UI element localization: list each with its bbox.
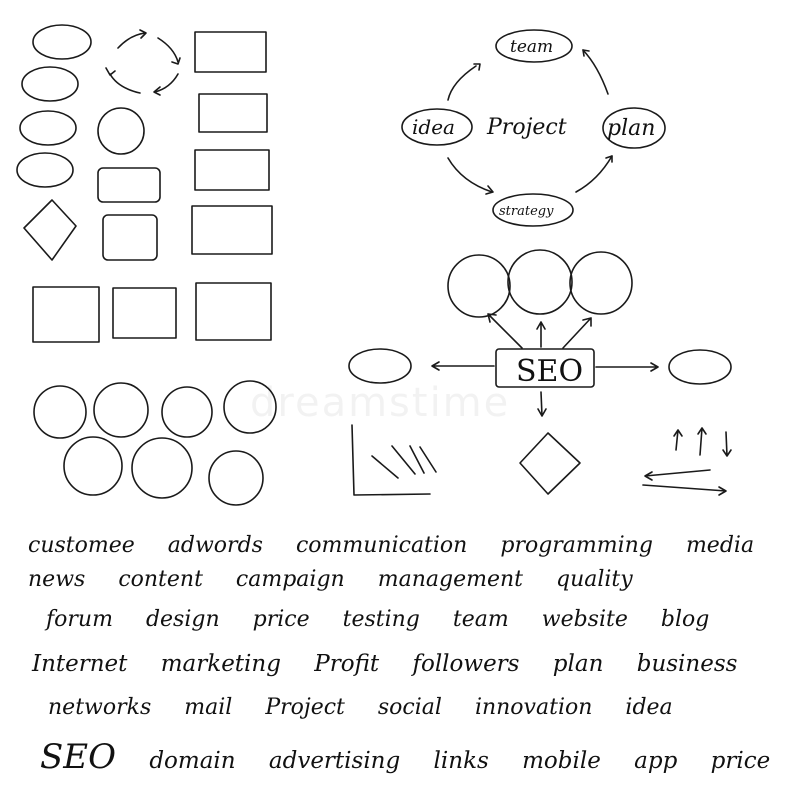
node-team-label: team bbox=[510, 37, 553, 57]
circular-arrows bbox=[105, 29, 181, 96]
keyword: adwords bbox=[167, 533, 263, 558]
circle-cluster bbox=[33, 380, 277, 506]
keyword: content bbox=[118, 567, 203, 592]
keyword: price bbox=[252, 607, 310, 632]
keyword: forum bbox=[46, 607, 113, 632]
node-idea-oval bbox=[401, 108, 473, 146]
keyword: plan bbox=[552, 651, 604, 677]
keyword: blog bbox=[660, 607, 710, 632]
keyword-row: news content campaign management quality bbox=[28, 567, 659, 592]
rectangle-shapes bbox=[32, 31, 273, 343]
keyword: mail bbox=[184, 695, 233, 720]
keyword: idea bbox=[625, 695, 673, 720]
project-center-label: Project bbox=[486, 115, 567, 140]
seo-center-box bbox=[495, 348, 595, 388]
keyword-row: customee adwords communication programmi… bbox=[28, 533, 780, 558]
keyword: Profit bbox=[314, 651, 380, 677]
keyword: app bbox=[634, 748, 678, 774]
node-strategy-oval bbox=[492, 193, 574, 227]
keyword: design bbox=[145, 607, 220, 632]
keyword-row: networks mail Project social innovation … bbox=[48, 695, 699, 720]
keyword: programming bbox=[500, 533, 653, 558]
keyword-row: forum design price testing team website … bbox=[46, 607, 735, 632]
sketch-canvas: team plan strategy idea Project SEO bbox=[16, 24, 732, 506]
keyword: domain bbox=[149, 748, 236, 774]
oval-shapes bbox=[16, 24, 92, 188]
keyword: team bbox=[452, 607, 509, 632]
keyword-row: Internet marketing Profit followers plan… bbox=[32, 651, 763, 677]
keyword-cloud: customee adwords communication programmi… bbox=[28, 525, 788, 795]
keyword: followers bbox=[412, 651, 520, 677]
rounded-box bbox=[102, 214, 158, 261]
project-cycle-diagram: team plan strategy idea Project bbox=[401, 29, 666, 227]
rounded-box bbox=[97, 167, 161, 203]
keyword: quality bbox=[555, 567, 633, 592]
keyword: media bbox=[685, 533, 755, 558]
keyword: social bbox=[377, 695, 442, 720]
keyword: SEO bbox=[40, 737, 116, 777]
keyword: management bbox=[377, 567, 523, 592]
diamond-shape bbox=[23, 199, 77, 261]
keyword: innovation bbox=[474, 695, 593, 720]
keyword: testing bbox=[342, 607, 420, 632]
node-plan-oval bbox=[602, 107, 666, 149]
keyword: Project bbox=[265, 695, 345, 720]
seo-mind-map: SEO bbox=[348, 249, 732, 496]
keyword-row: SEO domain advertising links mobile app … bbox=[40, 737, 796, 777]
keyword: advertising bbox=[268, 748, 401, 774]
keyword: business bbox=[636, 651, 738, 677]
node-team-oval bbox=[495, 29, 573, 63]
node-strategy-label: strategy bbox=[499, 204, 554, 219]
keyword: price bbox=[710, 748, 771, 774]
keyword: links bbox=[433, 748, 489, 774]
keyword: customee bbox=[28, 533, 135, 558]
node-plan-label: plan bbox=[607, 116, 655, 141]
keyword: news bbox=[28, 567, 86, 592]
seo-center-label: SEO bbox=[516, 354, 583, 389]
keyword: communication bbox=[295, 533, 468, 558]
keyword: campaign bbox=[235, 567, 345, 592]
keyword: networks bbox=[48, 695, 152, 720]
keyword: marketing bbox=[160, 651, 281, 677]
circle-shape bbox=[97, 107, 145, 155]
node-idea-label: idea bbox=[412, 115, 455, 139]
diamond-shape bbox=[519, 432, 581, 495]
keyword: website bbox=[541, 607, 628, 632]
keyword: Internet bbox=[32, 651, 128, 677]
keyword: mobile bbox=[522, 748, 601, 774]
